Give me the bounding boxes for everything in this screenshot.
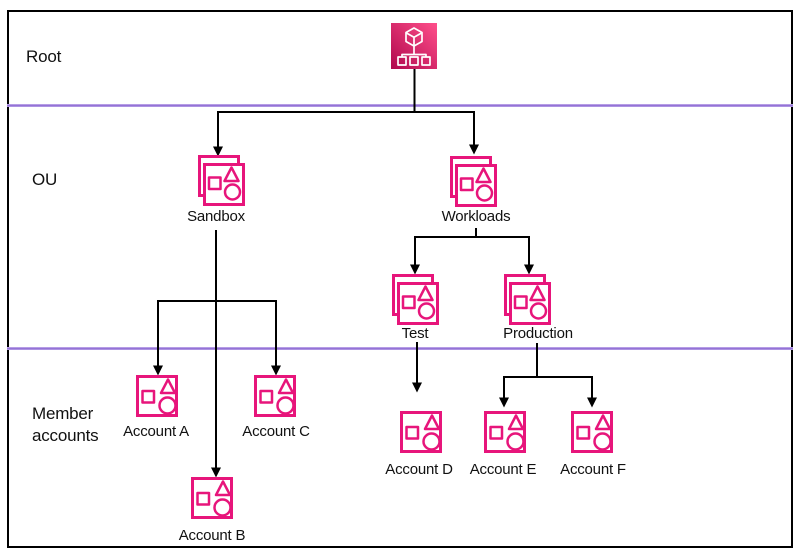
root-ou-divider-line	[7, 104, 793, 107]
label-test: Test	[401, 325, 429, 342]
label-account-c: Account C	[242, 423, 310, 440]
account-c-icon	[254, 375, 296, 417]
label-account-d: Account D	[385, 461, 453, 478]
band-label-member-accounts: Member accounts	[32, 403, 99, 447]
ou-member-divider-line	[7, 347, 793, 350]
account-b-icon	[191, 477, 233, 519]
label-production: Production	[503, 325, 573, 342]
diagram-border	[7, 10, 793, 548]
account-a-icon	[136, 375, 178, 417]
label-account-a: Account A	[123, 423, 189, 440]
test-ou-icon	[392, 274, 439, 325]
aws-organizations-root-icon	[391, 23, 437, 69]
band-label-member-line1: Member	[32, 404, 94, 423]
label-account-b: Account B	[178, 527, 246, 544]
band-label-member-line2: accounts	[32, 426, 99, 445]
account-d-icon	[400, 411, 442, 453]
band-label-ou: OU	[32, 170, 58, 189]
account-f-icon	[571, 411, 613, 453]
label-sandbox: Sandbox	[187, 208, 245, 225]
band-label-root: Root	[26, 47, 62, 66]
label-workloads: Workloads	[441, 208, 511, 225]
sandbox-ou-icon	[198, 155, 245, 206]
workloads-ou-icon	[450, 156, 497, 207]
account-e-icon	[484, 411, 526, 453]
label-account-e: Account E	[469, 461, 537, 478]
label-account-f: Account F	[560, 461, 626, 478]
production-ou-icon	[504, 274, 551, 325]
